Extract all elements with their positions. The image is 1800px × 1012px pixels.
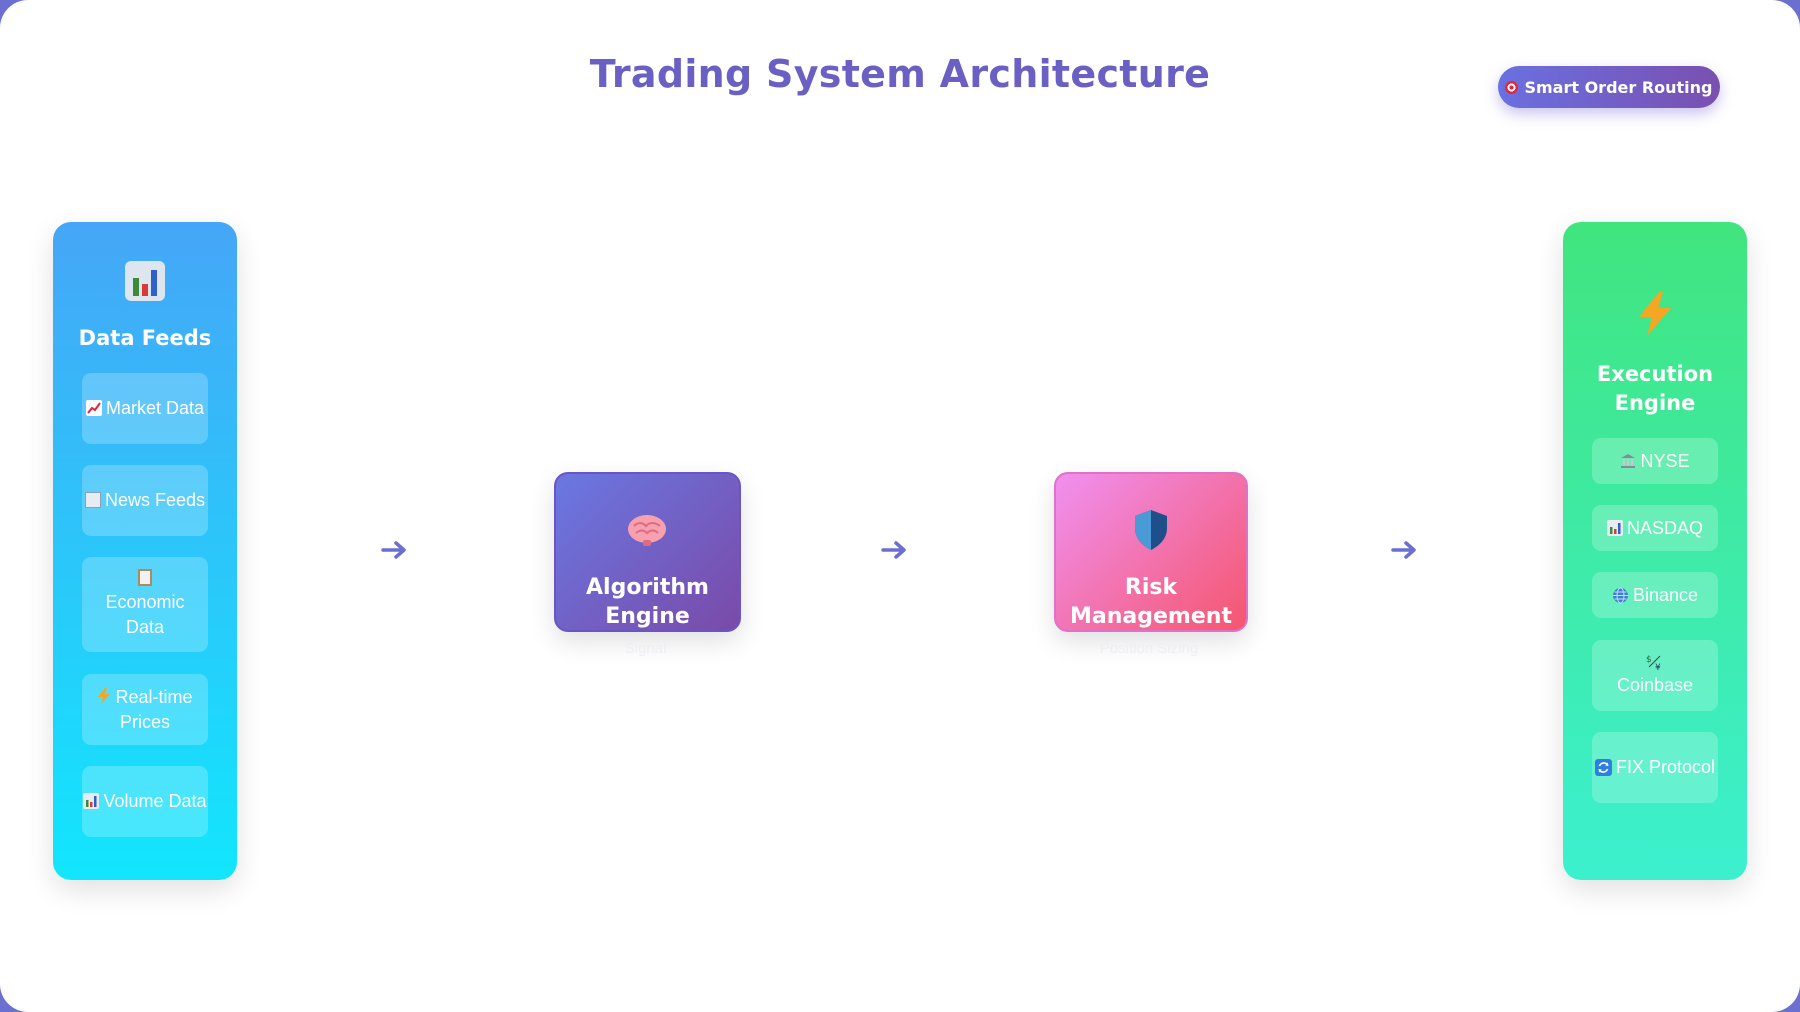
exchange-coinbase[interactable]: $¥ Coinbase bbox=[1592, 640, 1718, 711]
list-item-label: NASDAQ bbox=[1626, 517, 1704, 538]
newspaper-icon bbox=[84, 492, 101, 508]
shield-icon bbox=[1135, 510, 1167, 550]
list-item-label: Binance bbox=[1632, 584, 1699, 605]
risk-management-label: Risk Management bbox=[1070, 575, 1232, 629]
exchange-nasdaq[interactable]: NASDAQ bbox=[1592, 505, 1718, 551]
data-feed-market-data[interactable]: Market Data bbox=[82, 373, 208, 444]
algorithm-engine-subtext: Signal bbox=[624, 640, 667, 657]
svg-text:¥: ¥ bbox=[1655, 663, 1661, 671]
exchange-nyse[interactable]: NYSE bbox=[1592, 438, 1718, 484]
data-feed-economic-data[interactable]: Economic Data bbox=[82, 557, 208, 652]
list-item-label: Volume Data bbox=[103, 791, 207, 811]
brain-icon bbox=[628, 515, 666, 546]
data-feeds-column[interactable]: Data Feeds Market Data News Feeds Econom… bbox=[53, 222, 237, 880]
currency-exchange-icon: $¥ bbox=[1646, 655, 1661, 671]
target-icon bbox=[1505, 80, 1519, 94]
data-feed-news-feeds[interactable]: News Feeds bbox=[82, 465, 208, 536]
clipboard-icon bbox=[138, 569, 152, 586]
arrow-right-icon bbox=[881, 541, 906, 559]
lightning-icon bbox=[1639, 292, 1671, 336]
globe-icon bbox=[1612, 587, 1628, 603]
list-item-label: Coinbase bbox=[1616, 675, 1694, 695]
data-feed-volume-data[interactable]: Volume Data bbox=[82, 766, 208, 837]
algorithm-engine-node[interactable]: Algorithm Engine bbox=[554, 472, 741, 632]
exchange-fix-protocol[interactable]: FIX Protocol bbox=[1592, 732, 1718, 803]
bar-chart-icon bbox=[125, 261, 165, 301]
lightning-icon bbox=[98, 687, 111, 704]
bar-chart-icon bbox=[83, 793, 100, 809]
risk-management-subtext: Position Sizing bbox=[1099, 640, 1199, 657]
arrow-right-icon bbox=[1391, 541, 1416, 559]
arrow-right-icon bbox=[381, 541, 406, 559]
data-feeds-title: Data Feeds bbox=[78, 326, 212, 350]
page-title: Trading System Architecture bbox=[589, 52, 1211, 96]
list-item-label: FIX Protocol bbox=[1615, 757, 1716, 777]
list-item-label: News Feeds bbox=[104, 490, 206, 510]
risk-management-node[interactable]: Risk Management bbox=[1054, 472, 1248, 632]
list-item-label: Economic Data bbox=[105, 592, 185, 637]
bank-icon bbox=[1621, 453, 1636, 468]
algorithm-engine-label: Algorithm Engine bbox=[586, 575, 709, 629]
sync-icon bbox=[1594, 759, 1612, 776]
smart-order-routing-badge[interactable]: Smart Order Routing bbox=[1498, 66, 1720, 108]
list-item-label: Market Data bbox=[105, 398, 205, 418]
list-item-label: NYSE bbox=[1640, 450, 1690, 471]
execution-engine-title: Execution Engine bbox=[1596, 362, 1714, 415]
data-feed-real-time-prices[interactable]: Real-time Prices bbox=[82, 674, 208, 745]
execution-engine-column[interactable]: Execution Engine NYSE NASDAQ Binance $¥ … bbox=[1563, 222, 1747, 880]
exchange-binance[interactable]: Binance bbox=[1592, 572, 1718, 618]
svg-text:$: $ bbox=[1646, 655, 1652, 665]
list-item-label: Real-time Prices bbox=[115, 686, 193, 732]
chart-up-icon bbox=[85, 400, 102, 416]
bar-chart-icon bbox=[1606, 519, 1623, 536]
badge-label: Smart Order Routing bbox=[1524, 77, 1713, 97]
